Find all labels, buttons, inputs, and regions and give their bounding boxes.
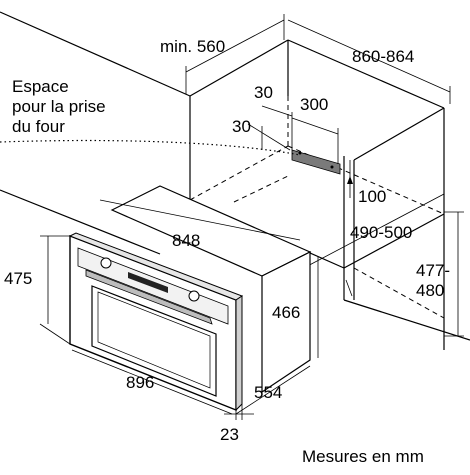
cabinet-top-edge-left xyxy=(0,11,191,97)
dim-line-oven-depth xyxy=(235,365,311,415)
niche-front-top-edge xyxy=(353,107,445,161)
dim-outlet-offset-side: 30 xyxy=(232,117,251,136)
oven-display xyxy=(128,272,168,293)
text-labels: Espace pour la prise du four min. 560 86… xyxy=(4,37,450,466)
ext-line xyxy=(247,123,291,151)
dim-oven-front-height: 475 xyxy=(4,269,32,288)
oven-front-side-lip xyxy=(235,295,243,412)
oven-knob-left-icon xyxy=(100,257,112,269)
oven-window-inner xyxy=(97,291,211,389)
oven-handle xyxy=(85,269,213,325)
hidden-floor-back xyxy=(189,145,289,201)
ext-line xyxy=(39,323,71,345)
dim-outlet-height: 100 xyxy=(358,187,386,206)
dim-line-niche-depth xyxy=(185,19,285,73)
dim-niche-depth-min: min. 560 xyxy=(160,37,225,56)
dim-niche-height-line1: 477- xyxy=(416,261,450,280)
dim-oven-body-width: 848 xyxy=(172,231,200,250)
niche-corner-detail xyxy=(345,279,353,297)
dim-line-oven-body-width xyxy=(99,199,301,241)
oven-window xyxy=(91,285,217,397)
niche-floor-right xyxy=(343,213,445,269)
oven xyxy=(68,185,312,412)
arrow-up-icon xyxy=(347,176,353,184)
outlet-screw-icon xyxy=(330,165,334,169)
outlet-area xyxy=(0,105,353,198)
hidden-inner-line xyxy=(233,175,289,203)
outlet-screw-icon xyxy=(298,151,302,155)
cabinet-left-lower-edge xyxy=(0,189,161,255)
outlet-leader-line xyxy=(0,139,301,156)
dim-line-niche-depth-inner xyxy=(299,193,445,271)
niche-top-right-edge xyxy=(287,39,445,109)
outlet-note-line3: du four xyxy=(12,117,65,136)
dim-oven-depth: 554 xyxy=(254,383,282,402)
outlet-note-line1: Espace xyxy=(12,77,69,96)
oven-knob-right-icon xyxy=(188,290,200,302)
outlet-note-line2: pour la prise xyxy=(12,97,106,116)
units-note: Mesures en mm xyxy=(302,447,424,466)
oven-dimensions xyxy=(39,199,319,420)
dim-line-oven-front-width xyxy=(71,349,233,415)
dim-line-niche-width xyxy=(287,19,451,93)
niche-dimensions xyxy=(185,14,464,337)
cabinet-niche xyxy=(0,11,470,350)
dim-niche-width: 860-864 xyxy=(352,47,414,66)
oven-body-side xyxy=(261,251,311,394)
dim-line-outlet-offset-top xyxy=(261,105,293,117)
dim-niche-depth-inner: 490-500 xyxy=(350,223,412,242)
dim-niche-height-line2: 480 xyxy=(416,281,444,300)
dim-oven-front-width: 896 xyxy=(126,373,154,392)
cabinet-base-edge xyxy=(343,299,470,341)
dim-outlet-width: 300 xyxy=(300,95,328,114)
niche-top-back-edge xyxy=(189,39,289,97)
outlet-box xyxy=(291,149,341,175)
dim-line-outlet-width xyxy=(291,117,339,135)
dim-front-panel-depth: 23 xyxy=(220,425,239,444)
hidden-right-floor xyxy=(353,267,445,319)
dim-oven-body-height: 466 xyxy=(272,303,300,322)
dim-outlet-offset-top: 30 xyxy=(254,83,273,102)
